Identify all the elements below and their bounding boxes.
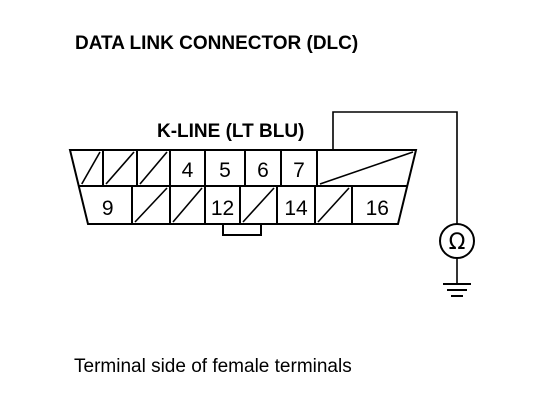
ohm-symbol: Ω [449,230,466,255]
blank-cavity-slash [105,151,135,185]
pin-label: 16 [366,197,389,220]
connector-top-row: 4 5 6 7 [81,150,414,186]
pin-label: 4 [182,159,194,182]
connector-key [222,223,262,236]
ohmmeter-icon: Ω [439,223,475,259]
pin-label: 6 [257,159,269,182]
pin-label: 12 [211,197,234,220]
dlc-connector: 4 5 6 7 9 12 14 16 [68,149,418,236]
diagram-caption: Terminal side of female terminals [74,356,352,377]
blank-cavity-slash [81,151,101,185]
blank-cavity-slash [242,187,275,223]
ground-icon [443,258,471,297]
blank-cavity-slash [319,151,414,185]
blank-cavity-slash [317,187,350,223]
connector-bottom-row: 9 12 14 16 [102,186,389,224]
connector-outline [68,149,418,225]
k-line-label: K-LINE (LT BLU) [157,121,304,142]
pin-label: 5 [219,159,231,182]
blank-cavity-slash [172,187,203,223]
pin-label: 9 [102,197,114,220]
blank-cavity-slash [134,187,168,223]
pin-label: 14 [284,197,308,220]
blank-cavity-slash [139,151,168,185]
k-line-wire [332,111,458,225]
diagram-title: DATA LINK CONNECTOR (DLC) [75,33,358,54]
pin-label: 7 [293,159,305,182]
